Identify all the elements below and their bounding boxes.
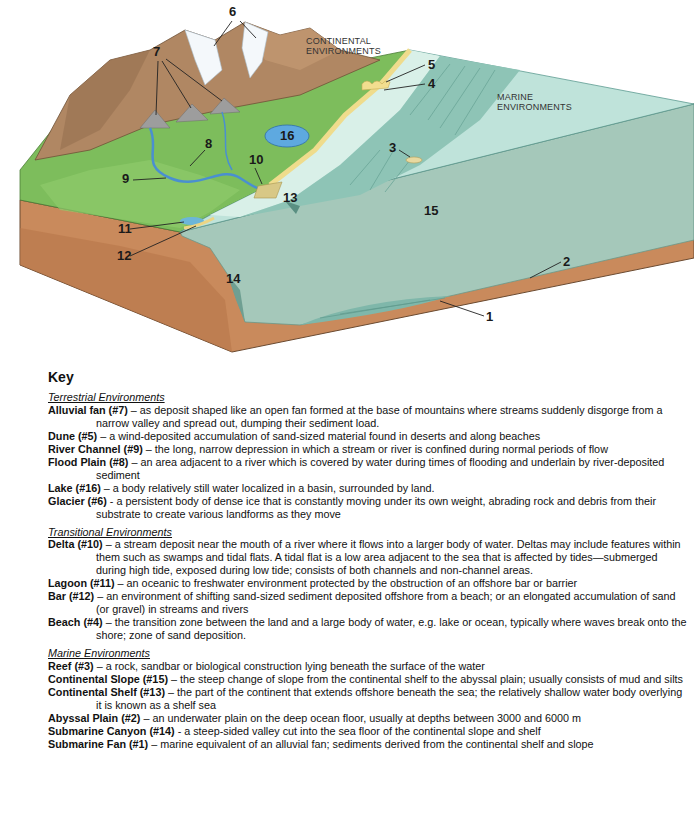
definition: – a body relatively still water localize… — [104, 482, 435, 494]
term: Glacier (#6) — [48, 495, 107, 507]
callout-number: 9 — [122, 171, 129, 186]
key-entry: Lake (#16)– a body relatively still wate… — [48, 482, 688, 495]
callout-number: 12 — [117, 248, 131, 263]
definition: – the transition zone between the land a… — [96, 616, 687, 641]
definition: – the steep change of slope from the con… — [171, 673, 683, 685]
alluvial-fan — [210, 98, 240, 114]
key-entry: Submarine Fan (#1)– marine equivalent of… — [48, 738, 688, 751]
term: Lagoon (#11) — [48, 577, 115, 589]
term: Continental Slope (#15) — [48, 673, 168, 685]
term: Alluvial fan (#7) — [48, 404, 128, 416]
callout-number: 13 — [283, 190, 297, 205]
alluvial-fan — [140, 110, 170, 128]
definition: – an area adjacent to a river which is c… — [96, 456, 664, 481]
key-entry: Beach (#4)– the transition zone between … — [48, 616, 688, 642]
definition: – the long, narrow depression in which a… — [146, 443, 608, 455]
key-entry: Alluvial fan (#7)– as deposit shaped lik… — [48, 404, 688, 430]
callout-number: 6 — [229, 4, 236, 19]
callout-number: 1 — [486, 309, 493, 324]
definition: – an environment of shifting sand-sized … — [96, 590, 676, 615]
key-entry: Reef (#3)– a rock, sandbar or biological… — [48, 660, 688, 673]
callout-number: 16 — [280, 128, 294, 143]
term: Beach (#4) — [48, 616, 103, 628]
definition: – as deposit shaped like an open fan for… — [96, 404, 663, 429]
callout-number: 14 — [226, 271, 240, 286]
lake — [265, 125, 309, 147]
key-entry: Abyssal Plain (#2)– an underwater plain … — [48, 712, 688, 725]
callout-number: 4 — [428, 76, 435, 91]
section-heading: Transitional Environments — [48, 526, 688, 539]
key-heading: Key — [48, 368, 688, 386]
term: Delta (#10) — [48, 538, 103, 550]
region-label: CONTINENTAL ENVIRONMENTS — [306, 36, 381, 56]
definition: – marine equivalent of an alluvial fan; … — [151, 738, 593, 750]
strata — [20, 228, 232, 352]
key-entry: Bar (#12)– an environment of shifting sa… — [48, 590, 688, 616]
term: River Channel (#9) — [48, 443, 143, 455]
callout-number: 2 — [563, 254, 570, 269]
river — [150, 128, 265, 190]
callout-number: 10 — [249, 152, 263, 167]
term: Continental Shelf (#13) — [48, 686, 165, 698]
mountains — [35, 22, 380, 160]
definition: – the part of the continent that extends… — [96, 686, 682, 711]
key-panel: KeyTerrestrial EnvironmentsAlluvial fan … — [48, 368, 688, 751]
callout-number: 11 — [118, 221, 132, 236]
callout-number: 3 — [389, 140, 396, 155]
definition: – a stream deposit near the mouth of a r… — [96, 538, 681, 576]
definition: - a steep-sided valley cut into the sea … — [178, 725, 541, 737]
glacier — [185, 30, 222, 85]
term: Bar (#12) — [48, 590, 94, 602]
definition: – a wind-deposited accumulation of sand-… — [100, 430, 540, 442]
key-entry: Continental Shelf (#13)– the part of the… — [48, 686, 688, 712]
term: Abyssal Plain (#2) — [48, 712, 140, 724]
key-entry: Flood Plain (#8)– an area adjacent to a … — [48, 456, 688, 482]
term: Submarine Fan (#1) — [48, 738, 148, 750]
section-heading: Terrestrial Environments — [48, 391, 688, 404]
term: Dune (#5) — [48, 430, 97, 442]
key-entry: Dune (#5)– a wind-deposited accumulation… — [48, 430, 688, 443]
key-entry: Glacier (#6)- a persistent body of dense… — [48, 495, 688, 521]
glacier — [242, 22, 268, 78]
callout-number: 15 — [424, 203, 438, 218]
callout-number: 8 — [205, 136, 212, 151]
term: Reef (#3) — [48, 660, 94, 672]
delta — [254, 182, 282, 198]
dunes — [362, 81, 390, 90]
leader-lines — [130, 21, 561, 316]
definition: - a persistent body of dense ice that is… — [96, 495, 656, 520]
definition: – a rock, sandbar or biological construc… — [97, 660, 485, 672]
submarine-fan — [300, 296, 450, 325]
alluvial-fan — [176, 104, 208, 122]
key-entry: Delta (#10)– a stream deposit near the m… — [48, 538, 688, 577]
term: Lake (#16) — [48, 482, 101, 494]
key-entry: River Channel (#9)– the long, narrow dep… — [48, 443, 688, 456]
section-heading: Marine Environments — [48, 647, 688, 660]
region-label: MARINE ENVIRONMENTS — [497, 92, 572, 112]
definition: – an underwater plain on the deep ocean … — [143, 712, 581, 724]
key-entry: Continental Slope (#15)– the steep chang… — [48, 673, 688, 686]
callout-number: 7 — [153, 44, 160, 59]
definition: – an oceanic to freshwater environment p… — [118, 577, 578, 589]
key-entry: Lagoon (#11)– an oceanic to freshwater e… — [48, 577, 688, 590]
term: Flood Plain (#8) — [48, 456, 128, 468]
key-entry: Submarine Canyon (#14)- a steep-sided va… — [48, 725, 688, 738]
callout-number: 5 — [428, 57, 435, 72]
bar — [184, 218, 214, 228]
term: Submarine Canyon (#14) — [48, 725, 175, 737]
reef — [406, 157, 422, 163]
